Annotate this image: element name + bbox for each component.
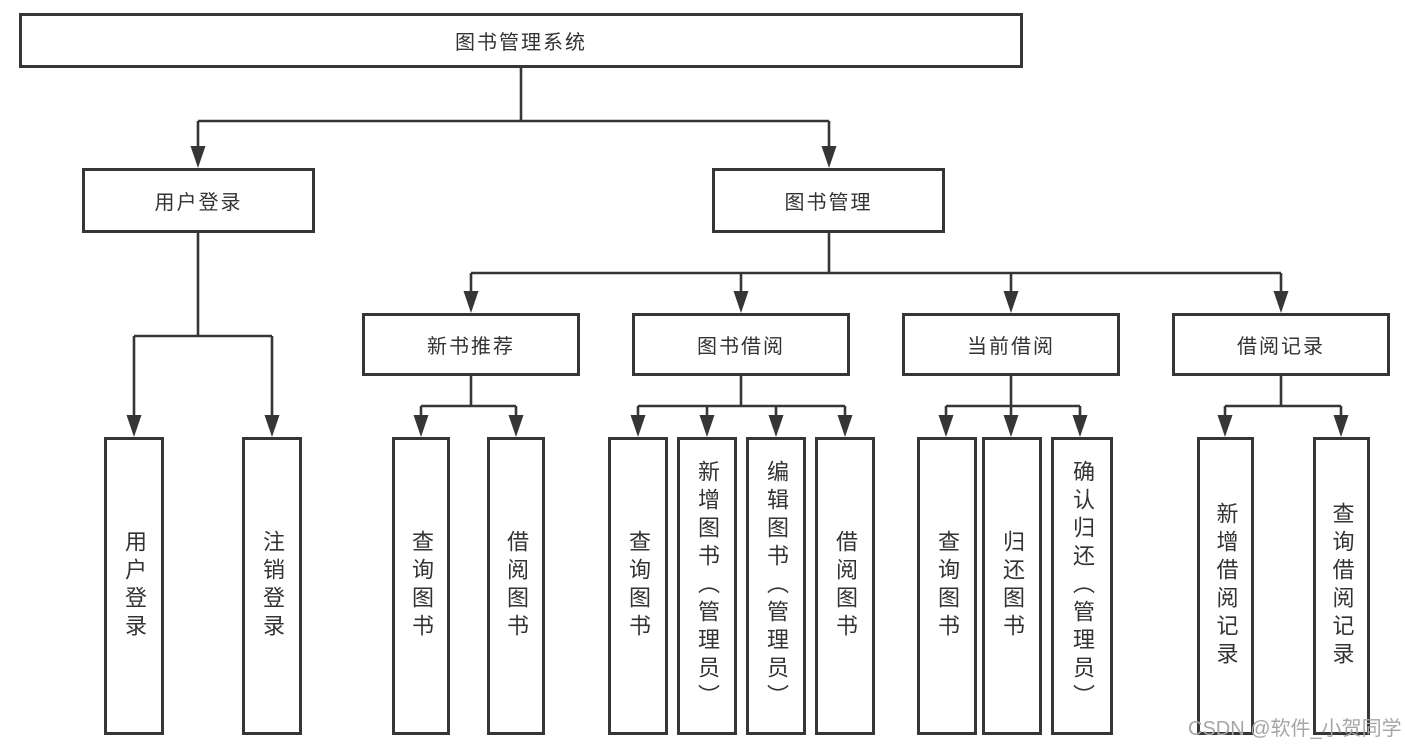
leaf-logout: 注销登录: [242, 437, 302, 735]
leaf-confirm-return-admin: 确认归还（管理员）: [1051, 437, 1113, 735]
leaf-query-books-recommend: 查询图书: [392, 437, 450, 735]
leaf-borrow-books-recommend-label: 借阅图书: [504, 530, 529, 642]
node-new-book-recommend: 新书推荐: [362, 313, 580, 376]
node-user-login: 用户登录: [82, 168, 315, 233]
connector-book-management-children: [463, 233, 1289, 313]
node-root: 图书管理系统: [19, 13, 1023, 68]
node-current-borrow: 当前借阅: [902, 313, 1120, 376]
leaf-edit-books-admin: 编辑图书（管理员）: [746, 437, 806, 735]
leaf-query-books-borrow: 查询图书: [608, 437, 668, 735]
leaf-query-books-current-label: 查询图书: [935, 530, 960, 642]
leaf-borrow-books: 借阅图书: [815, 437, 875, 735]
leaf-user-login: 用户登录: [104, 437, 164, 735]
leaf-borrow-books-label: 借阅图书: [833, 530, 858, 642]
leaf-add-borrow-record-label: 新增借阅记录: [1213, 502, 1239, 670]
leaf-query-books-recommend-label: 查询图书: [409, 530, 434, 642]
connector-root-to-level2: [190, 68, 837, 168]
leaf-query-books-borrow-label: 查询图书: [626, 530, 651, 642]
connector-current-borrow-children: [938, 376, 1088, 437]
leaf-return-books: 归还图书: [982, 437, 1042, 735]
leaf-edit-books-admin-label: 编辑图书（管理员）: [764, 460, 789, 712]
leaf-add-books-admin: 新增图书（管理员）: [677, 437, 737, 735]
leaf-add-borrow-record: 新增借阅记录: [1197, 437, 1254, 735]
leaf-query-books-current: 查询图书: [917, 437, 977, 735]
leaf-logout-label: 注销登录: [260, 530, 285, 642]
csdn-watermark: CSDN @软件_小贺同学: [1188, 718, 1402, 740]
leaf-return-books-label: 归还图书: [1000, 530, 1025, 642]
leaf-add-books-admin-label: 新增图书（管理员）: [695, 460, 720, 712]
node-borrow-records: 借阅记录: [1172, 313, 1390, 376]
connector-new-book-recommend-children: [413, 376, 524, 437]
leaf-confirm-return-admin-label: 确认归还（管理员）: [1070, 460, 1095, 712]
leaf-borrow-books-recommend: 借阅图书: [487, 437, 545, 735]
leaf-user-login-label: 用户登录: [122, 530, 147, 642]
node-book-borrow: 图书借阅: [632, 313, 850, 376]
leaf-query-borrow-record-label: 查询借阅记录: [1329, 502, 1355, 670]
connector-borrow-records-children: [1217, 376, 1349, 437]
connector-book-borrow-children: [630, 376, 853, 437]
node-book-management: 图书管理: [712, 168, 945, 233]
connector-user-login-children: [126, 233, 280, 437]
leaf-query-borrow-record: 查询借阅记录: [1313, 437, 1370, 735]
